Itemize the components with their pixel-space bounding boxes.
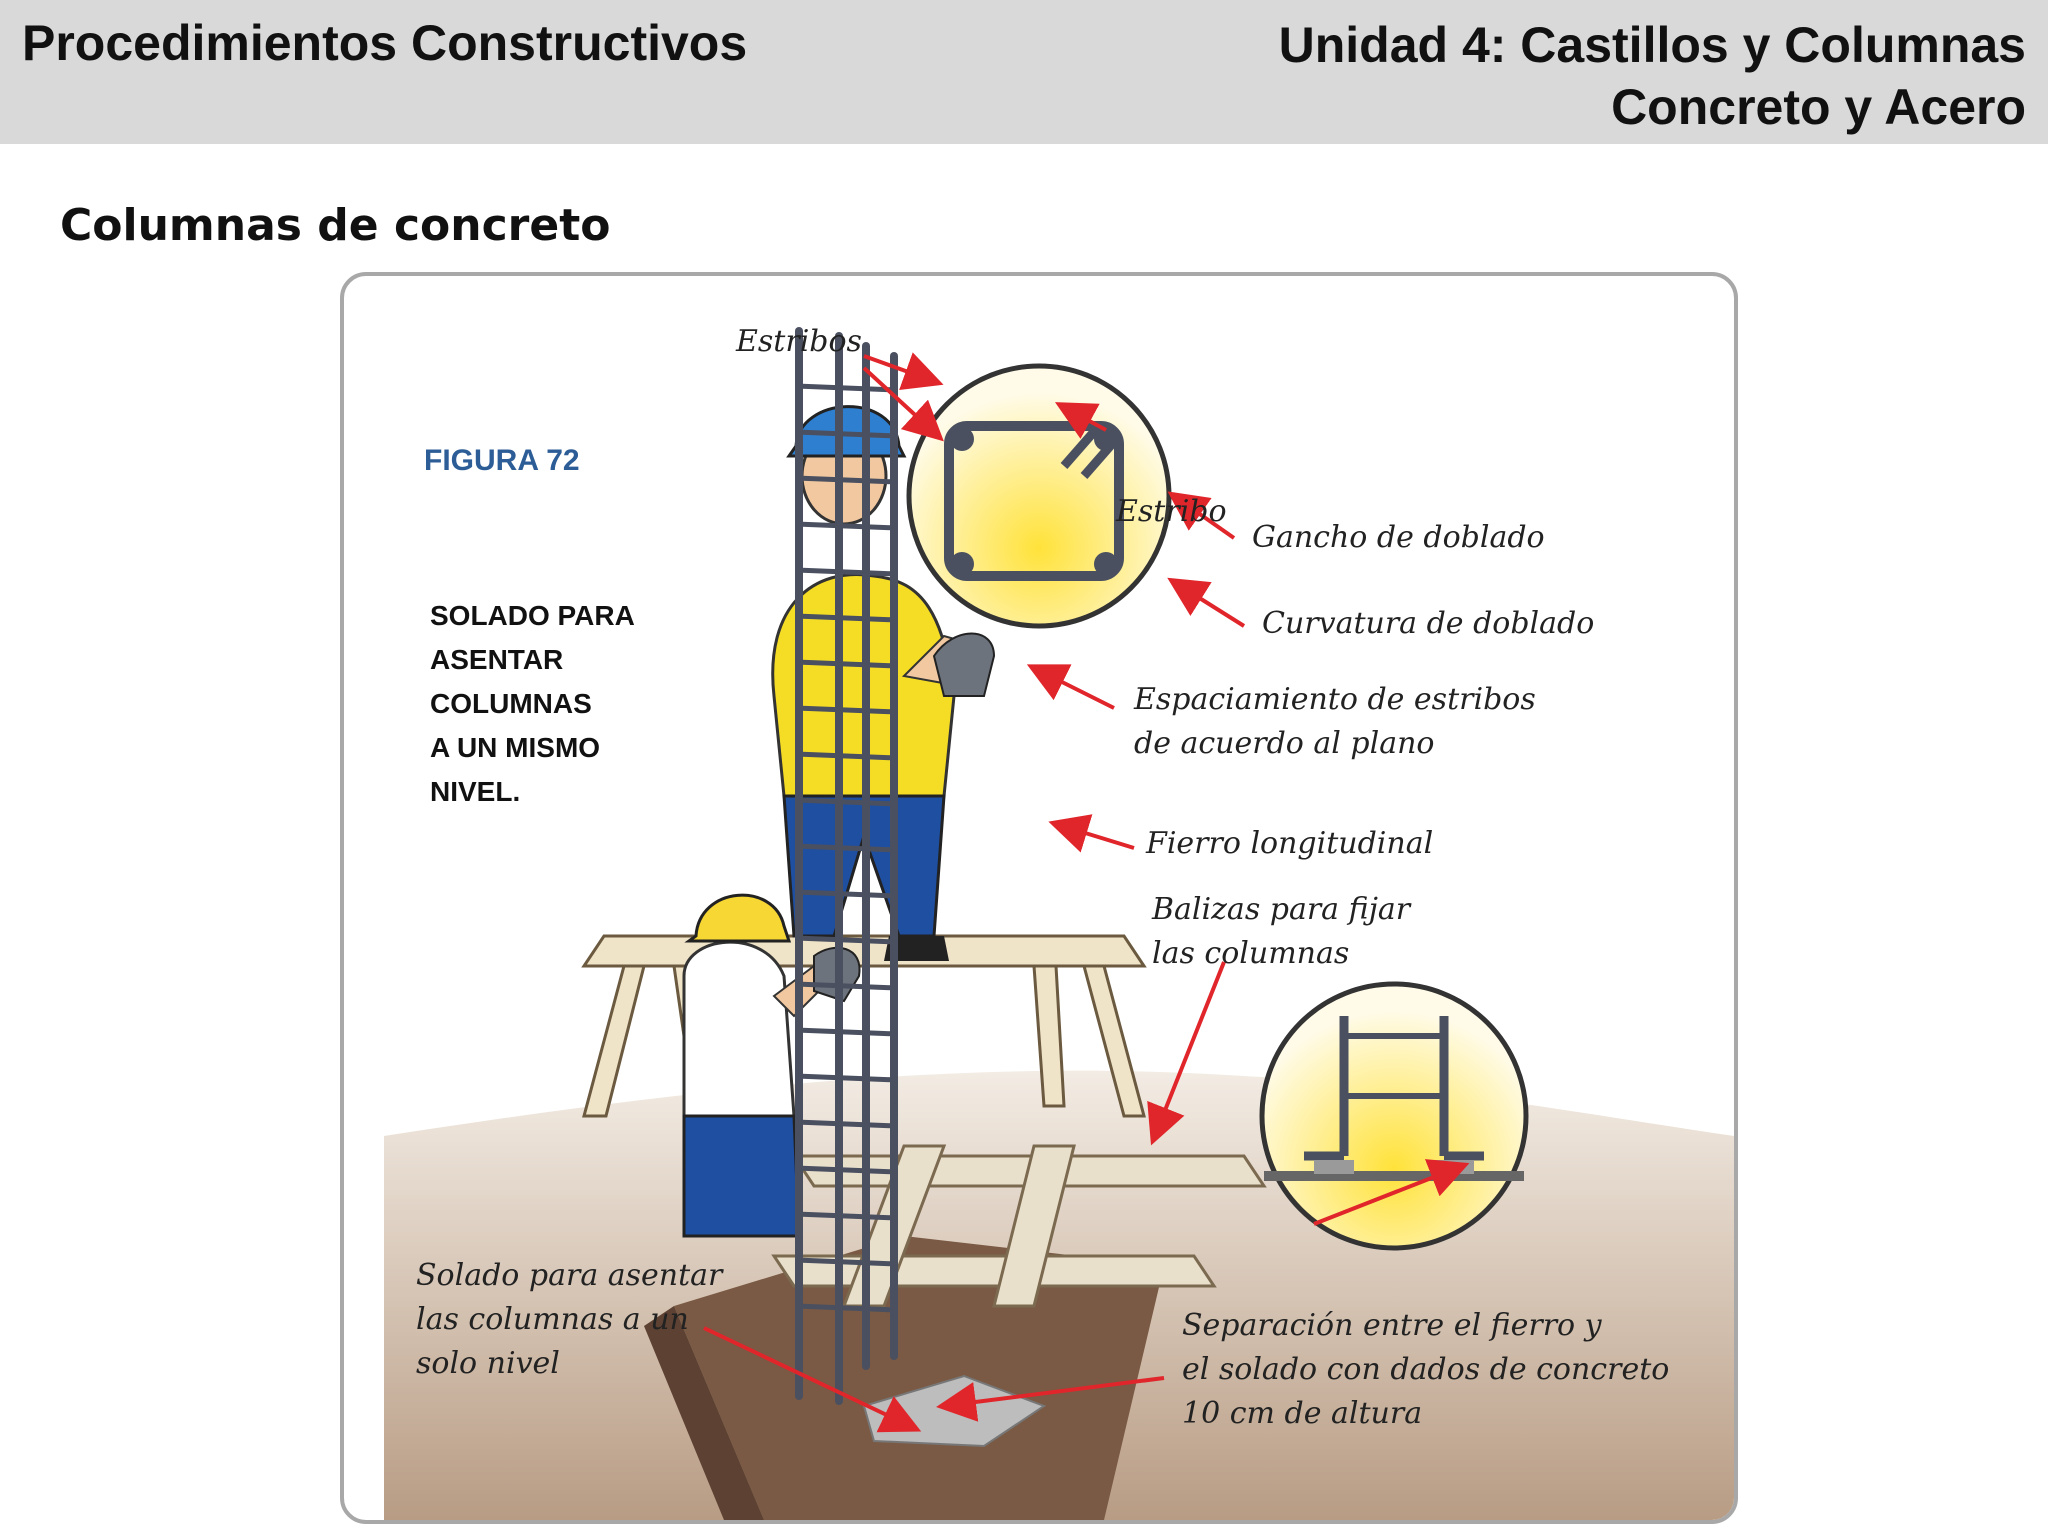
callout-separacion-line3: 10 cm de altura — [1182, 1396, 1423, 1431]
callout-separacion-line1: Separación entre el fierro y — [1182, 1308, 1602, 1343]
stirrup-rung — [795, 1211, 898, 1221]
callout-solado-line2: las columnas a un — [416, 1302, 689, 1337]
note-line: ASENTAR — [430, 644, 564, 675]
callout-espaciamiento-line1: Espaciamiento de estribos — [1134, 682, 1536, 717]
stirrup-rung — [795, 981, 898, 991]
stirrup-rung — [795, 475, 898, 485]
separation-detail-circle — [1259, 981, 1529, 1251]
callout-solado-line3: solo nivel — [416, 1346, 560, 1381]
stirrup-rung — [795, 1303, 898, 1313]
stirrup-rung — [795, 1165, 898, 1175]
unit-title-line2: Concreto y Acero — [1611, 79, 2026, 135]
callout-gancho: Gancho de doblado — [1252, 520, 1545, 555]
figure-72-panel: FIGURA 72 SOLADO PARA ASENTAR COLUMNAS A… — [340, 272, 1738, 1524]
stirrup-rung — [795, 521, 898, 531]
note-line: SOLADO PARA — [430, 600, 635, 631]
stirrup-rung — [795, 1073, 898, 1083]
worker-bottom — [682, 893, 861, 1238]
stirrups — [795, 383, 898, 1313]
callout-arrows — [703, 352, 1470, 1433]
stirrup-rung — [795, 705, 898, 715]
stirrup-rung — [795, 751, 898, 761]
callout-espaciamiento: Espaciamiento de estribos de acuerdo al … — [1134, 678, 1536, 766]
callout-estribo: Estribo — [1116, 494, 1227, 529]
stirrup-rung — [795, 1027, 898, 1037]
callout-espaciamiento-line2: de acuerdo al plano — [1134, 726, 1435, 761]
callout-estribos: Estribos — [736, 324, 862, 359]
stirrup-rung — [795, 935, 898, 945]
trench-wall — [644, 1306, 764, 1520]
note-line: COLUMNAS — [430, 688, 592, 719]
stirrup-rung — [795, 383, 898, 393]
figure-label: FIGURA 72 — [424, 444, 580, 477]
stirrup-rung — [795, 797, 898, 807]
stirrup-rung — [795, 843, 898, 853]
callout-solado-line1: Solado para asentar — [416, 1258, 723, 1293]
callout-separacion-line2: el solado con dados de concreto — [1182, 1352, 1670, 1387]
stirrup-rung — [795, 1257, 898, 1267]
note-line: A UN MISMO — [430, 732, 601, 763]
unit-title-line1: Unidad 4: Castillos y Columnas — [1278, 17, 2026, 73]
callout-fierro: Fierro longitudinal — [1146, 826, 1434, 861]
page-header: Procedimientos Constructivos Unidad 4: C… — [0, 0, 2048, 144]
callout-separacion: Separación entre el fierro y el solado c… — [1182, 1304, 1669, 1436]
callout-solado: Solado para asentar las columnas a un so… — [416, 1254, 722, 1386]
stirrup-rung — [795, 1119, 898, 1129]
stirrup-rung — [795, 567, 898, 577]
callout-balizas-line2: las columnas — [1152, 936, 1350, 971]
solado-note: SOLADO PARA ASENTAR COLUMNAS A UN MISMO … — [430, 594, 635, 814]
stirrup-rung — [795, 889, 898, 899]
section-title: Columnas de concreto — [60, 200, 611, 251]
column-illustration — [384, 327, 1734, 1520]
course-title: Procedimientos Constructivos — [22, 15, 748, 71]
rebar-cage — [795, 327, 898, 1405]
callout-balizas: Balizas para fijar las columnas — [1152, 888, 1410, 976]
note-line: NIVEL. — [430, 776, 521, 807]
callout-curvatura: Curvatura de doblado — [1262, 606, 1595, 641]
callout-balizas-line1: Balizas para fijar — [1152, 892, 1411, 927]
stirrup-rung — [795, 613, 898, 623]
stirrup-rung — [795, 659, 898, 669]
unit-title: Unidad 4: Castillos y Columnas Concreto … — [1279, 14, 2026, 138]
stirrup-rung — [795, 429, 898, 439]
